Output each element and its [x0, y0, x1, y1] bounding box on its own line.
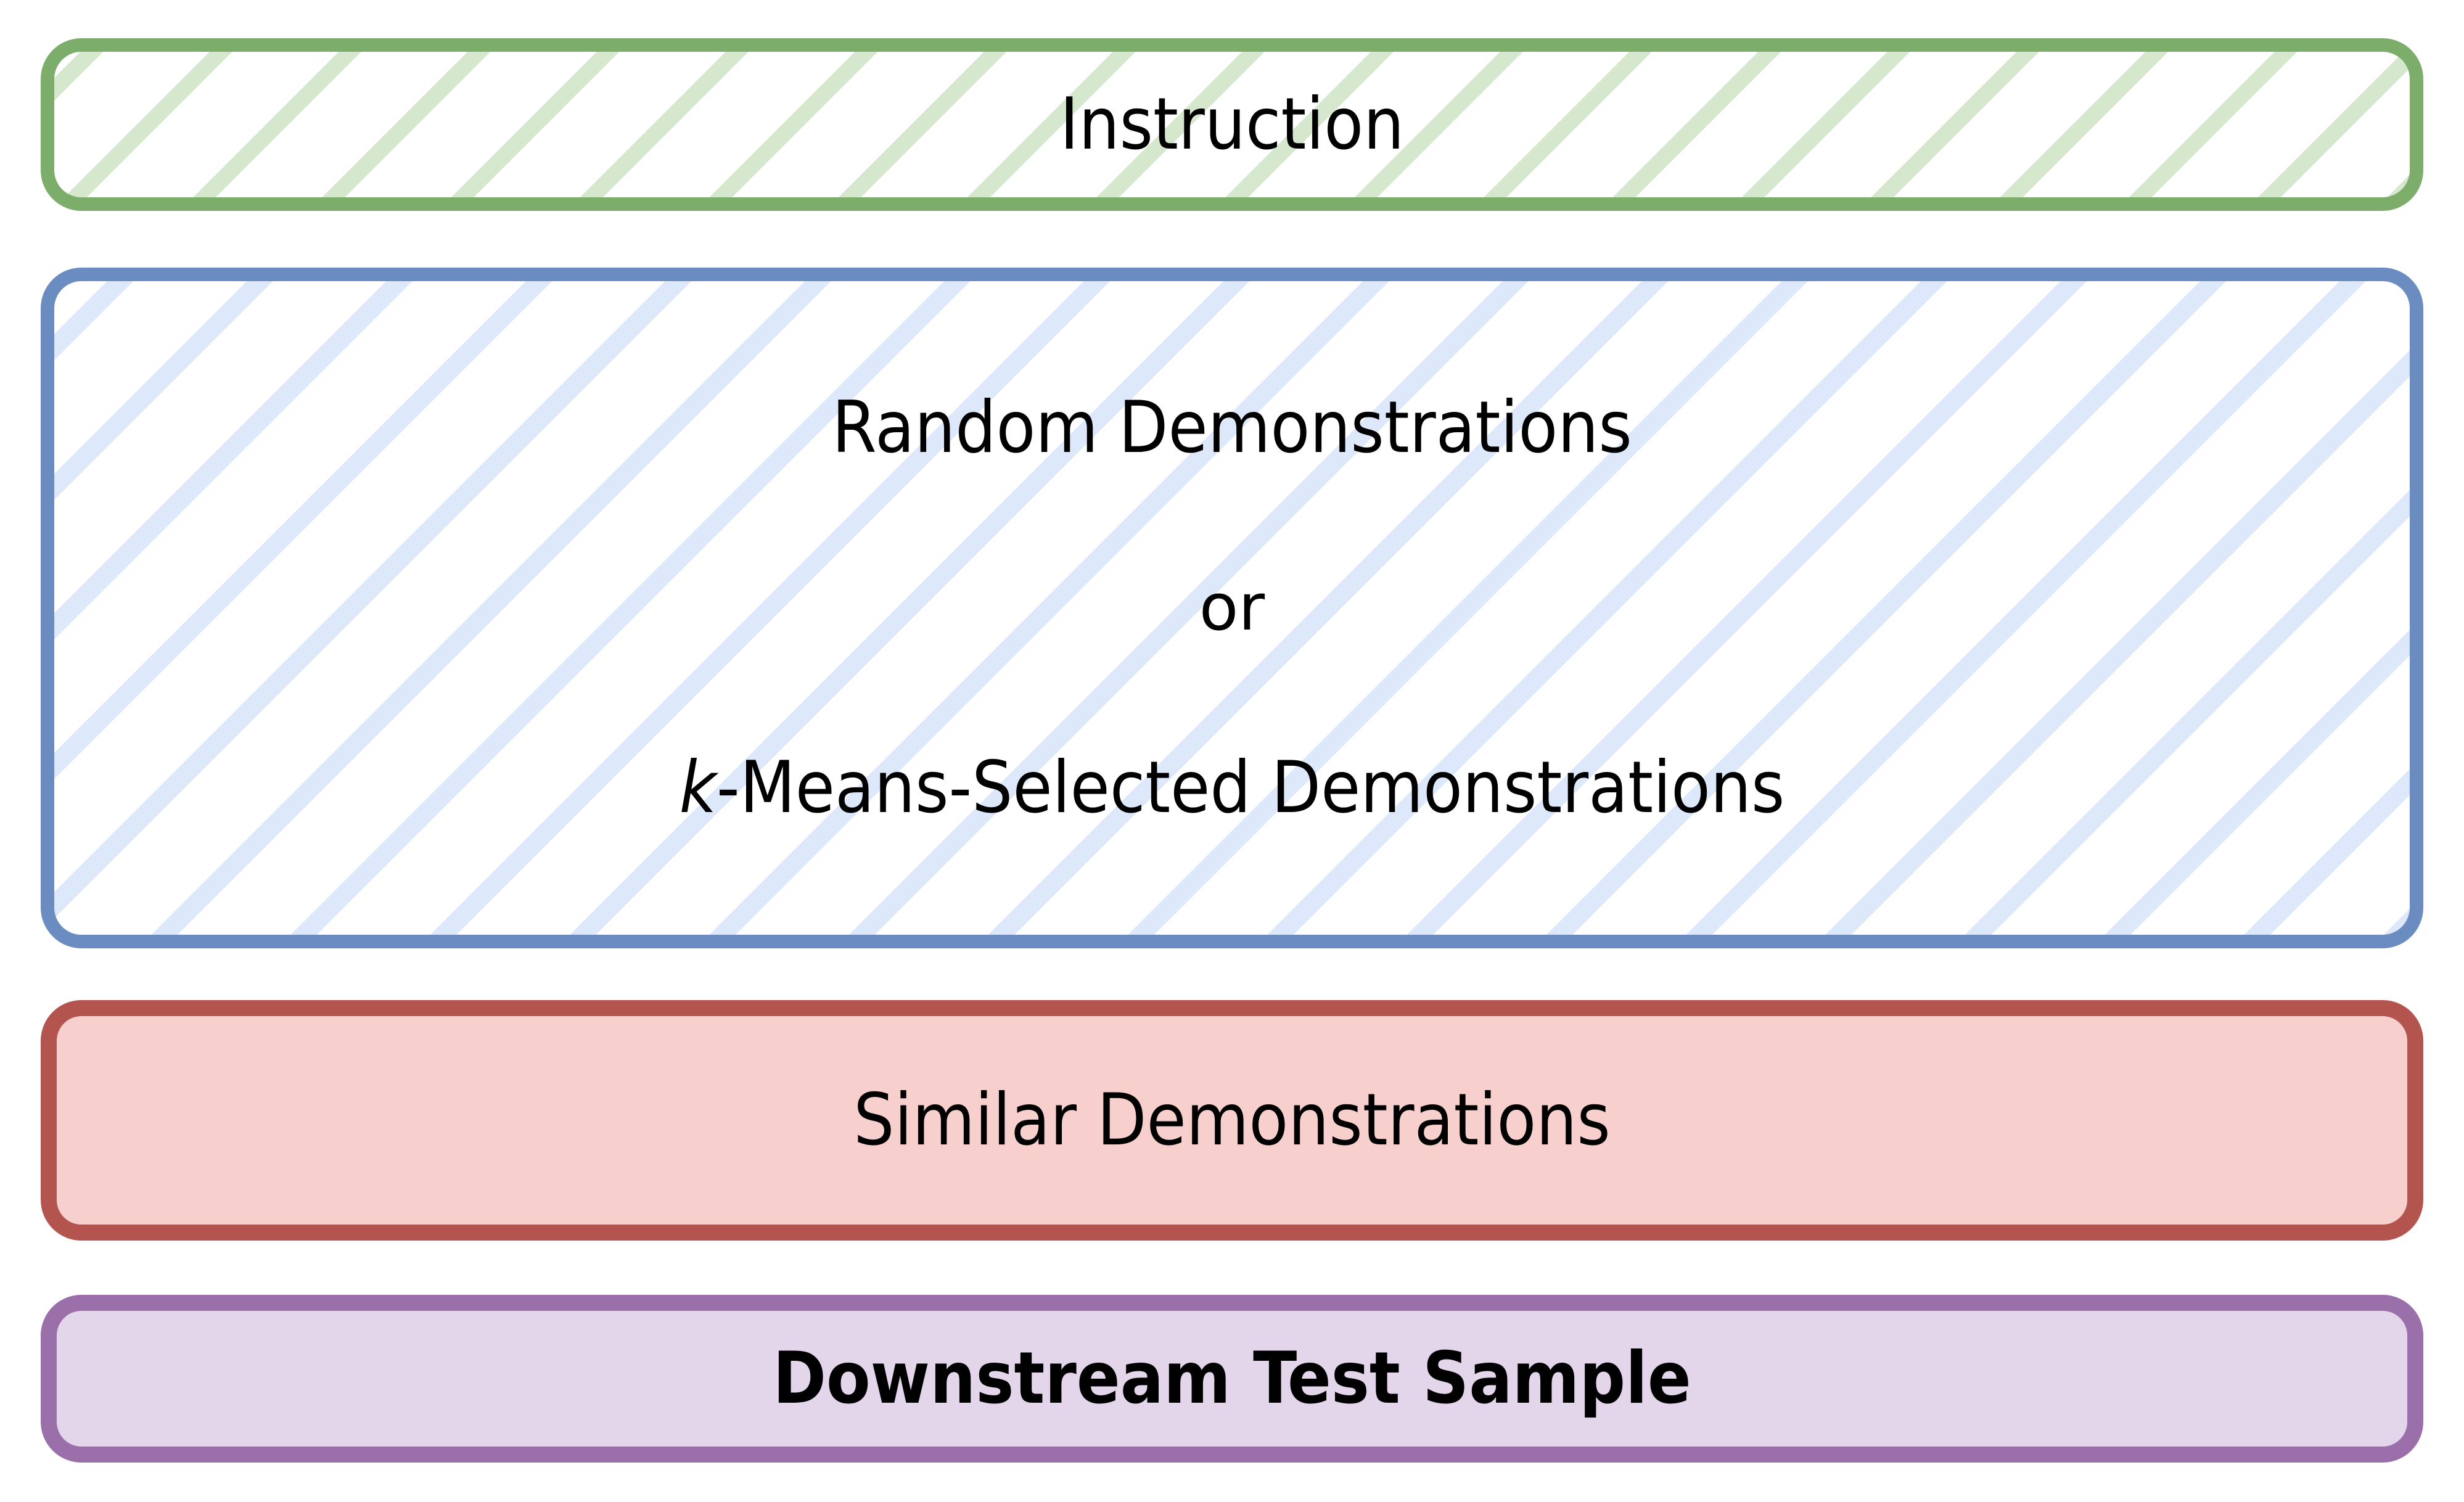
random-demonstrations-label: Random Demonstrations	[832, 385, 1632, 469]
demonstrations-block: Random Demonstrations or k-Means-Selecte…	[41, 268, 2423, 948]
kmeans-k-variable: k	[679, 746, 717, 830]
similar-demonstrations-label: Similar Demonstrations	[853, 1078, 1611, 1162]
similar-demonstrations-block: Similar Demonstrations	[41, 1000, 2423, 1241]
or-separator-label: or	[1199, 570, 1265, 646]
downstream-test-sample-label: Downstream Test Sample	[773, 1337, 1691, 1421]
instruction-block: Instruction	[41, 38, 2423, 211]
instruction-label: Instruction	[1059, 83, 1405, 166]
kmeans-label-rest: -Means-Selected Demonstrations	[717, 746, 1785, 830]
downstream-test-sample-block: Downstream Test Sample	[41, 1295, 2423, 1463]
kmeans-selected-demonstrations-label: k-Means-Selected Demonstrations	[680, 750, 1785, 826]
